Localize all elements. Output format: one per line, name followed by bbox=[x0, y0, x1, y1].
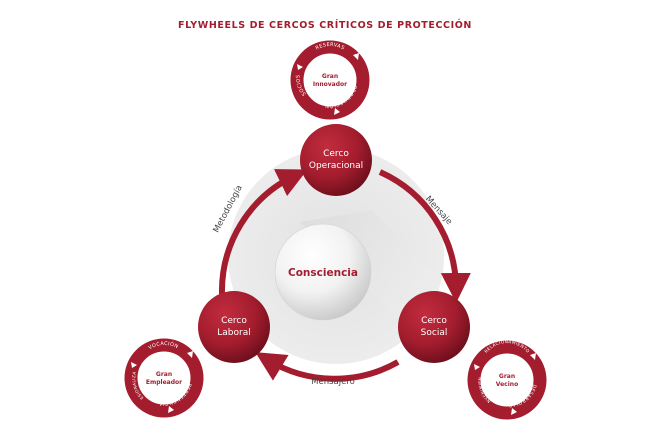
flywheel-right-arrow-1 bbox=[530, 353, 536, 360]
flywheel-left-arrow-3 bbox=[131, 362, 137, 368]
flywheel-top-arc-3: SOCIOS bbox=[296, 75, 308, 97]
flywheel-top-line2: Innovador bbox=[313, 81, 347, 88]
flywheel-top-arrow-2 bbox=[334, 108, 340, 115]
arrow-operacional-to-social bbox=[378, 169, 471, 303]
edge-label-mensajero: Mensajero bbox=[311, 377, 355, 387]
flywheel-top-arrow-1 bbox=[353, 53, 359, 60]
flywheel-left-line1: Gran bbox=[156, 371, 172, 378]
circle-social-line2: Social bbox=[421, 328, 448, 338]
circle-operacional-line1: Cerco bbox=[323, 149, 349, 159]
circle-operacional-line2: Operacional bbox=[309, 161, 363, 171]
center-label: Consciencia bbox=[288, 267, 358, 279]
flywheel-left-arrow-2 bbox=[168, 406, 174, 413]
circle-cerco-operacional: Cerco Operacional bbox=[300, 124, 372, 196]
center-sphere bbox=[274, 223, 372, 321]
flywheel-left-arrow-1 bbox=[187, 351, 193, 358]
circle-cerco-social: Cerco Social bbox=[398, 291, 470, 363]
arrow-laboral-to-operacional bbox=[218, 169, 308, 295]
flywheel-gran-empleador: Gran Empleador VOCACIÓN PERTENENCIA PROF… bbox=[0, 0, 204, 418]
flywheel-right-arrow-3 bbox=[474, 364, 480, 370]
diagram-title: FLYWHEELS DE CERCOS CRÍTICOS DE PROTECCI… bbox=[178, 19, 472, 31]
circle-social-line1: Cerco bbox=[421, 316, 447, 326]
flywheel-left-arc-3: PROFESIONALIZACIÓN bbox=[0, 0, 144, 401]
arrow-social-to-laboral bbox=[255, 352, 400, 382]
flywheel-left-arc-1: VOCACIÓN bbox=[148, 341, 180, 352]
flywheel-top-arc-1: RESERVAS bbox=[315, 42, 346, 52]
circle-cerco-laboral: Cerco Laboral bbox=[198, 291, 270, 363]
flywheel-top-line1: Gran bbox=[322, 73, 338, 80]
flywheel-right-line2: Vecino bbox=[496, 381, 518, 388]
circle-laboral-line1: Cerco bbox=[221, 316, 247, 326]
flywheel-gran-innovador: Gran Innovador RESERVAS PRODUCCIÓN SOCIO… bbox=[290, 40, 370, 120]
circle-laboral-line2: Laboral bbox=[217, 328, 250, 338]
flywheel-right-arrow-2 bbox=[511, 408, 517, 415]
flywheel-right-line1: Gran bbox=[499, 373, 515, 380]
flywheel-left-line2: Empleador bbox=[146, 379, 182, 386]
flywheel-top-arrow-3 bbox=[297, 64, 303, 70]
